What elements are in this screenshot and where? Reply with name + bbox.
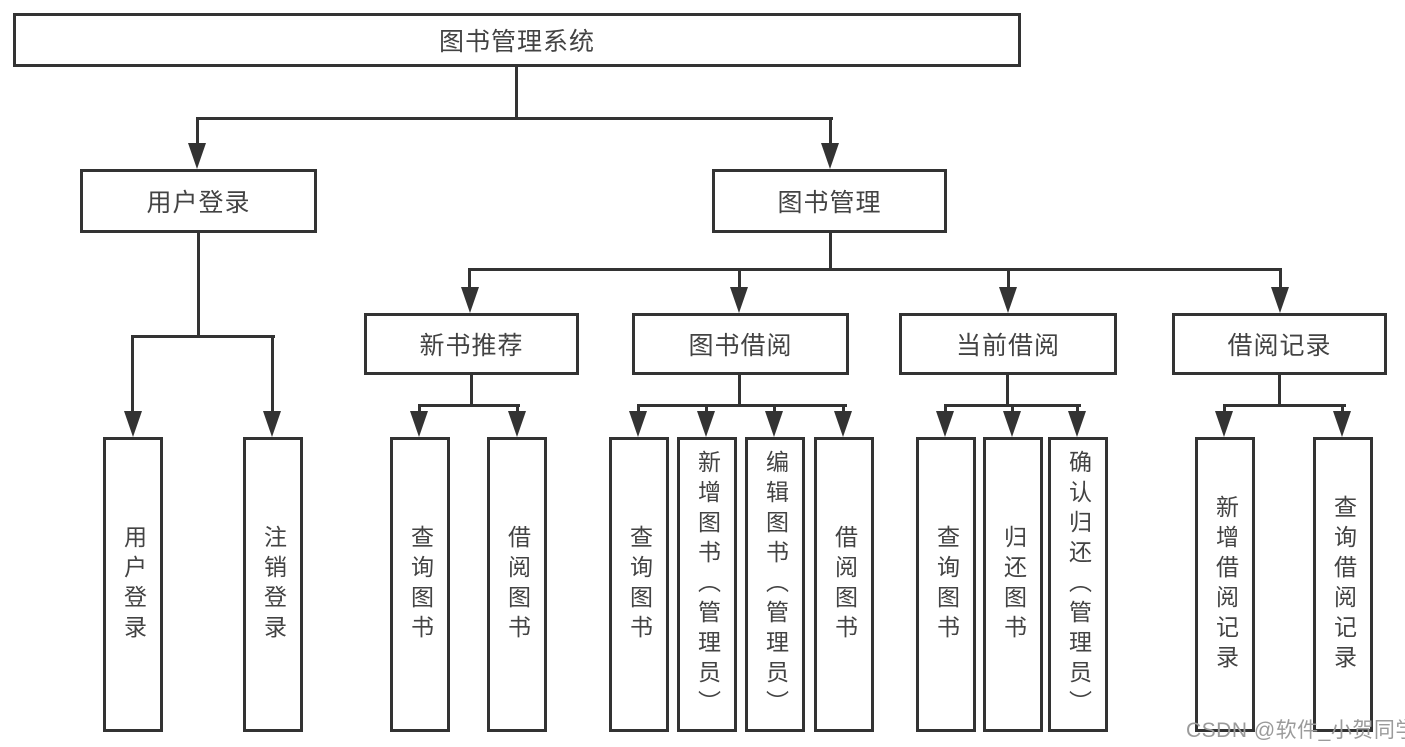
connector-line bbox=[131, 335, 275, 338]
arrowhead bbox=[1003, 411, 1021, 437]
leaf-confirm-return-admin-label: 确认归还（管理员） bbox=[1065, 449, 1092, 720]
leaf-return-books-label: 归还图书 bbox=[1000, 524, 1027, 645]
connector-line bbox=[468, 268, 1282, 271]
node-book-management: 图书管理 bbox=[712, 169, 947, 233]
connector-line bbox=[637, 404, 847, 407]
leaf-add-books-admin: 新增图书（管理员） bbox=[677, 437, 737, 732]
connector-line bbox=[470, 374, 473, 407]
connector-line bbox=[705, 404, 708, 416]
connector-line bbox=[1278, 374, 1281, 407]
leaf-user-login: 用户登录 bbox=[103, 437, 163, 732]
arrowhead bbox=[410, 411, 428, 437]
connector-line bbox=[468, 268, 471, 292]
leaf-query-borrow-record-label: 查询借阅记录 bbox=[1330, 494, 1357, 675]
arrowhead bbox=[1271, 287, 1289, 313]
arrowhead bbox=[629, 411, 647, 437]
arrowhead bbox=[765, 411, 783, 437]
leaf-add-borrow-record-label: 新增借阅记录 bbox=[1212, 494, 1239, 675]
leaf-add-books-admin-label: 新增图书（管理员） bbox=[694, 449, 721, 720]
leaf-borrow-books-1: 借阅图书 bbox=[487, 437, 547, 732]
csdn-watermark: CSDN @软件_小贺同学 bbox=[1186, 719, 1405, 742]
node-borrow-records-label: 借阅记录 bbox=[1227, 332, 1332, 360]
connector-line bbox=[1223, 404, 1226, 416]
connector-line bbox=[1076, 404, 1079, 416]
connector-line bbox=[738, 268, 741, 292]
arrowhead bbox=[508, 411, 526, 437]
arrowhead bbox=[834, 411, 852, 437]
connector-line bbox=[1011, 404, 1014, 416]
connector-line bbox=[842, 404, 845, 416]
leaf-query-books-1-label: 查询图书 bbox=[407, 524, 434, 645]
connector-line bbox=[738, 374, 741, 407]
node-book-borrow-label: 图书借阅 bbox=[688, 332, 793, 360]
arrowhead bbox=[263, 411, 281, 437]
arrowhead bbox=[999, 287, 1017, 313]
leaf-query-borrow-record: 查询借阅记录 bbox=[1313, 437, 1373, 732]
node-book-borrow: 图书借阅 bbox=[632, 313, 849, 375]
node-root-label: 图书管理系统 bbox=[438, 28, 595, 56]
arrowhead bbox=[697, 411, 715, 437]
arrowhead bbox=[936, 411, 954, 437]
leaf-logout-label: 注销登录 bbox=[260, 524, 287, 645]
node-new-book-recommend-label: 新书推荐 bbox=[419, 332, 524, 360]
node-user-login-label: 用户登录 bbox=[146, 189, 251, 217]
leaf-borrow-books-2-label: 借阅图书 bbox=[831, 524, 858, 645]
arrowhead bbox=[1068, 411, 1086, 437]
leaf-query-books-1: 查询图书 bbox=[390, 437, 450, 732]
leaf-edit-books-admin: 编辑图书（管理员） bbox=[745, 437, 805, 732]
leaf-query-books-3: 查询图书 bbox=[916, 437, 976, 732]
arrowhead bbox=[461, 287, 479, 313]
connector-line bbox=[773, 404, 776, 416]
leaf-logout: 注销登录 bbox=[243, 437, 303, 732]
leaf-borrow-books-1-label: 借阅图书 bbox=[504, 524, 531, 645]
leaf-query-books-2: 查询图书 bbox=[609, 437, 669, 732]
connector-line bbox=[1279, 268, 1282, 292]
leaf-add-borrow-record: 新增借阅记录 bbox=[1195, 437, 1255, 732]
connector-line bbox=[1007, 268, 1010, 292]
node-user-login: 用户登录 bbox=[80, 169, 317, 233]
connector-line bbox=[271, 335, 274, 415]
connector-line bbox=[637, 404, 640, 416]
node-current-borrow: 当前借阅 bbox=[899, 313, 1117, 375]
arrowhead bbox=[730, 287, 748, 313]
connector-line bbox=[829, 117, 832, 149]
connector-line bbox=[131, 335, 134, 415]
connector-line bbox=[196, 117, 833, 120]
leaf-user-login-label: 用户登录 bbox=[120, 524, 147, 645]
node-new-book-recommend: 新书推荐 bbox=[364, 313, 579, 375]
connector-line bbox=[1006, 374, 1009, 407]
leaf-query-books-2-label: 查询图书 bbox=[626, 524, 653, 645]
connector-line bbox=[515, 65, 518, 119]
connector-line bbox=[196, 117, 199, 149]
leaf-confirm-return-admin: 确认归还（管理员） bbox=[1048, 437, 1108, 732]
node-book-management-label: 图书管理 bbox=[777, 189, 882, 217]
leaf-edit-books-admin-label: 编辑图书（管理员） bbox=[762, 449, 789, 720]
connector-line bbox=[1341, 404, 1344, 416]
connector-line bbox=[197, 232, 200, 338]
leaf-return-books: 归还图书 bbox=[983, 437, 1043, 732]
leaf-borrow-books-2: 借阅图书 bbox=[814, 437, 874, 732]
arrowhead bbox=[124, 411, 142, 437]
arrowhead bbox=[188, 143, 206, 169]
arrowhead bbox=[1215, 411, 1233, 437]
connector-line bbox=[418, 404, 520, 407]
connector-line bbox=[829, 231, 832, 271]
arrowhead bbox=[821, 143, 839, 169]
leaf-query-books-3-label: 查询图书 bbox=[933, 524, 960, 645]
connector-line bbox=[944, 404, 947, 416]
node-borrow-records: 借阅记录 bbox=[1172, 313, 1387, 375]
arrowhead bbox=[1333, 411, 1351, 437]
node-current-borrow-label: 当前借阅 bbox=[955, 332, 1060, 360]
node-root: 图书管理系统 bbox=[13, 13, 1021, 67]
connector-line bbox=[418, 404, 421, 416]
connector-line bbox=[1223, 404, 1346, 407]
connector-line bbox=[516, 404, 519, 416]
